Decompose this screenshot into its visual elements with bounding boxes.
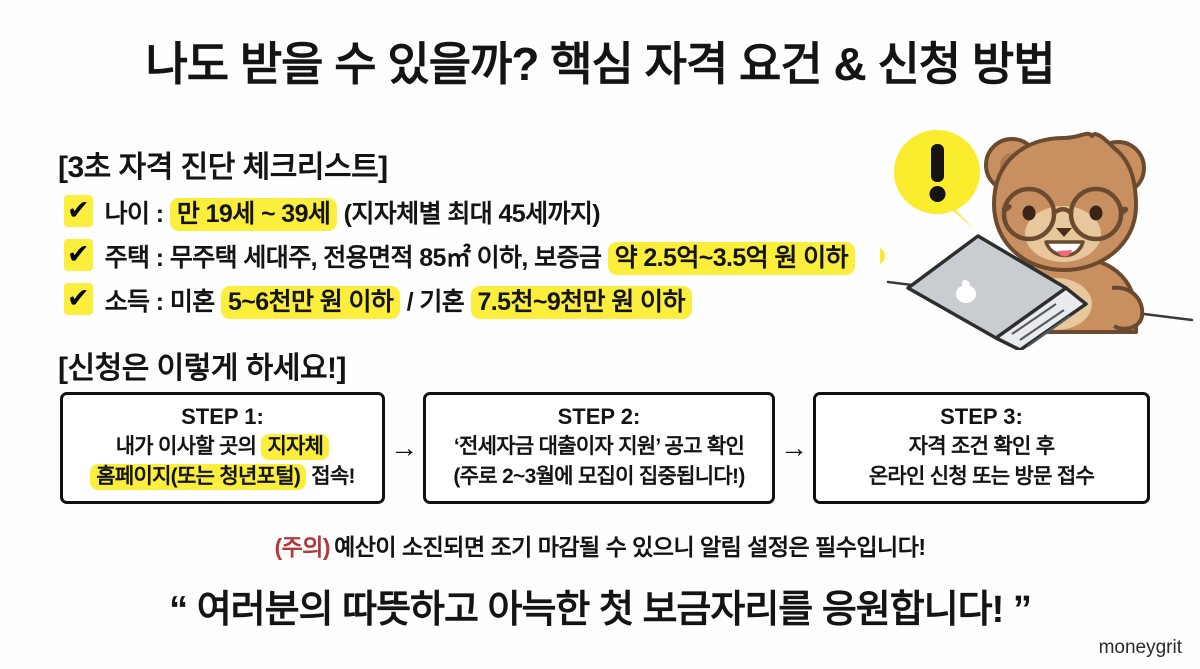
check-icon: ✔: [64, 283, 93, 315]
closing-quote: “ 여러분의 따뜻하고 아늑한 첫 보금자리를 응원합니다! ”: [0, 578, 1200, 633]
open-quote-mark: “: [169, 589, 188, 631]
step-1-line-2: 홈페이지(또는 청년포털) 접속!: [90, 462, 355, 492]
checklist: ✔ 나이 : 만 19세 ~ 39세 (지자체별 최대 45세까지) ✔ 주택 …: [64, 190, 944, 322]
housing-highlight: 약 2.5억~3.5억 원 이하: [607, 242, 855, 275]
step-box-2: STEP 2: ‘전세자금 대출이자 지원’ 공고 확인 (주로 2~3월에 모…: [423, 392, 775, 504]
step-1-line-2-post: 접속!: [306, 465, 355, 488]
check-icon: ✔: [64, 239, 93, 271]
step-1-title: STEP 1:: [181, 404, 264, 429]
step-box-3: STEP 3: 자격 조건 확인 후 온라인 신청 또는 방문 접수: [813, 392, 1150, 504]
close-quote-mark: ”: [1012, 589, 1032, 631]
step-2-line-2: (주로 2~3월에 모집이 집중됩니다!): [453, 465, 745, 488]
bear-eyes: [1022, 205, 1103, 221]
step-1-line-2-highlight: 홈페이지(또는 청년포털): [90, 464, 307, 490]
income-mid: / 기혼: [400, 288, 471, 316]
arrow-icon-1: →: [390, 432, 418, 463]
arrow-icon-2: →: [780, 432, 808, 463]
laptop-icon: [906, 234, 1088, 350]
age-label: 나이 :: [104, 200, 170, 228]
income-highlight-single: 5~6천만 원 이하: [221, 286, 401, 319]
mascot-illustration: [880, 110, 1200, 350]
page-title: 나도 받을 수 있을까? 핵심 자격 요건 & 신청 방법: [145, 38, 1055, 90]
step-3-line-1: 자격 조건 확인 후: [908, 435, 1055, 458]
step-2-line-1: ‘전세자금 대출이자 지원’ 공고 확인: [453, 435, 745, 458]
bear-mouth: [1044, 240, 1085, 258]
checklist-item-age-text: 나이 : 만 19세 ~ 39세 (지자체별 최대 45세까지): [104, 194, 601, 231]
caution-text: 예산이 소진되면 조기 마감될 수 있으니 알림 설정은 필수입니다!: [334, 534, 926, 560]
step-3-title: STEP 3:: [940, 404, 1023, 429]
income-highlight-married: 7.5천~9천만 원 이하: [470, 286, 692, 319]
glasses-icon: [1001, 186, 1129, 242]
speech-bubble-icon: [894, 130, 980, 230]
caution-note: (주의)예산이 소진되면 조기 마감될 수 있으니 알림 설정은 필수입니다!: [0, 528, 1200, 562]
checklist-item-housing: ✔ 주택 : 무주택 세대주, 전용면적 85㎡ 이하, 보증금 약 2.5억~…: [64, 234, 944, 278]
checklist-item-income: ✔ 소득 : 미혼 5~6천만 원 이하 / 기혼 7.5천~9천만 원 이하: [64, 278, 944, 322]
housing-label: 주택 : 무주택 세대주, 전용면적 85㎡ 이하, 보증금: [104, 244, 608, 272]
caution-tag: (주의): [274, 534, 331, 560]
step-flow: STEP 1: 내가 이사할 곳의 지자체 홈페이지(또는 청년포털) 접속! …: [60, 392, 1150, 504]
age-tail: (지자체별 최대 45세까지): [337, 200, 601, 228]
step-1-line-1: 내가 이사할 곳의 지자체: [116, 432, 330, 462]
step-2-title: STEP 2:: [557, 404, 641, 429]
income-label: 소득 : 미혼: [104, 288, 221, 316]
checklist-item-income-text: 소득 : 미혼 5~6천만 원 이하 / 기혼 7.5천~9천만 원 이하: [104, 282, 692, 319]
step-1-line-1-pre: 내가 이사할 곳의: [115, 435, 262, 458]
checklist-item-housing-text: 주택 : 무주택 세대주, 전용면적 85㎡ 이하, 보증금 약 2.5억~3.…: [104, 238, 855, 275]
step-box-1: STEP 1: 내가 이사할 곳의 지자체 홈페이지(또는 청년포털) 접속!: [60, 392, 385, 504]
step-3-line-2: 온라인 신청 또는 방문 접수: [868, 465, 1095, 488]
age-highlight: 만 19세 ~ 39세: [169, 198, 338, 231]
checklist-item-age: ✔ 나이 : 만 19세 ~ 39세 (지자체별 최대 45세까지): [64, 190, 944, 234]
apply-heading: [신청은 이렇게 하세요!]: [58, 352, 347, 385]
laptop-keys-icon: [1011, 303, 1071, 347]
bear-nose: [1056, 228, 1072, 237]
closing-quote-text: 여러분의 따뜻하고 아늑한 첫 보금자리를 응원합니다!: [187, 589, 1013, 631]
laptop-logo-icon: [956, 280, 976, 303]
checklist-heading: [3초 자격 진단 체크리스트]: [58, 151, 388, 184]
step-1-line-1-highlight: 지자체: [261, 434, 330, 460]
watermark: moneygrit: [1098, 637, 1182, 658]
check-icon: ✔: [64, 195, 93, 227]
